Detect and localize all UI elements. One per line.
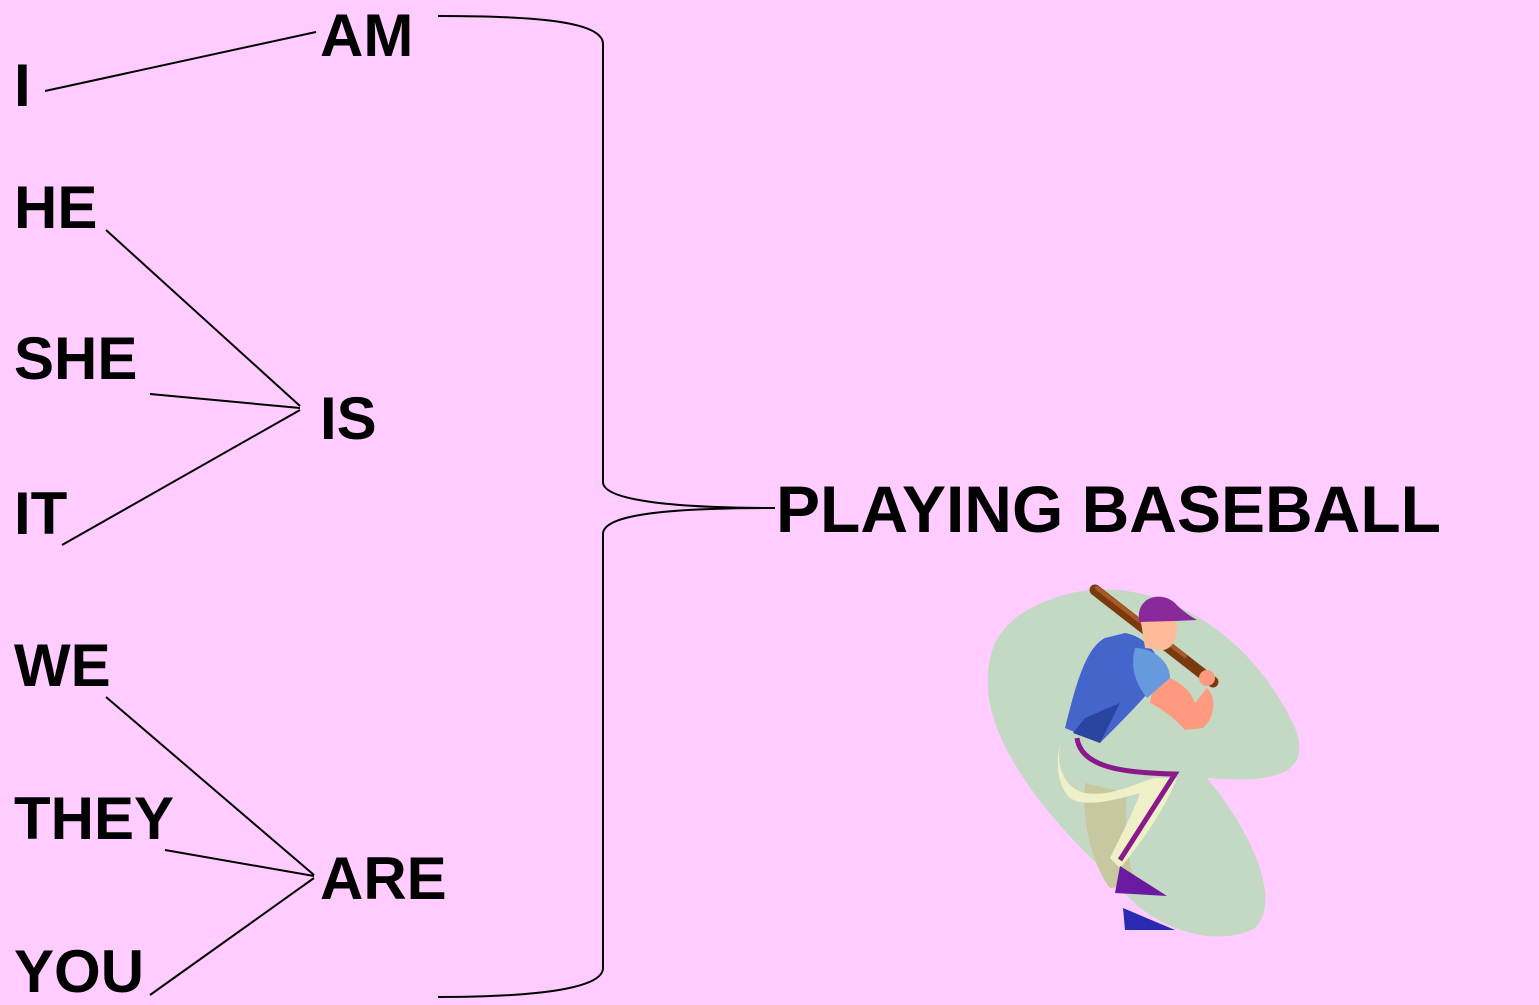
- verb-are: ARE: [320, 845, 447, 912]
- verb-am: AM: [320, 2, 414, 69]
- line-it-is: [61, 409, 301, 546]
- arm: [1150, 673, 1214, 730]
- clipart-backdrop: [987, 589, 1300, 937]
- shirt-shade: [1073, 703, 1120, 743]
- line-we-are: [105, 696, 315, 876]
- line-she-is: [149, 393, 301, 409]
- subject-he: HE: [14, 174, 98, 241]
- brace-bottom: [437, 507, 776, 998]
- shoe-back: [1123, 908, 1175, 930]
- line-i-am: [44, 31, 317, 92]
- brace-top: [437, 15, 776, 509]
- sleeve: [1133, 648, 1170, 698]
- line-you-are: [149, 877, 315, 996]
- face: [1140, 616, 1177, 650]
- verb-is: IS: [320, 385, 377, 452]
- subject-they: THEY: [14, 785, 175, 852]
- line-he-is: [105, 229, 301, 407]
- shoe-front: [1115, 866, 1167, 896]
- phrase-playing-baseball: PLAYING BASEBALL: [776, 472, 1441, 546]
- subject-you: YOU: [14, 938, 145, 1005]
- subject-she: SHE: [14, 325, 138, 392]
- cap: [1138, 596, 1197, 622]
- subject-i: I: [14, 52, 31, 119]
- baseball-batter-icon: [987, 584, 1300, 937]
- pants-stripe: [1074, 737, 1180, 862]
- subject-it: IT: [14, 480, 68, 547]
- subject-we: WE: [14, 632, 111, 699]
- line-they-are: [164, 849, 315, 877]
